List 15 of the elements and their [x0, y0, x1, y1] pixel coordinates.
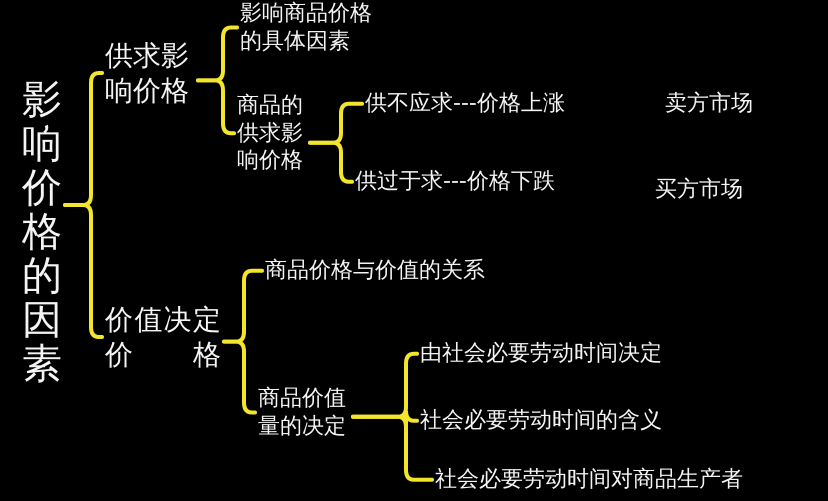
- topic-text: 由社会必要劳动时间决定: [420, 340, 662, 368]
- topic-text: 社会必要劳动时间的含义: [420, 407, 662, 434]
- topic-text: 社会必要劳动时间对商品生产者: [435, 466, 743, 494]
- brace-line: [351, 414, 434, 482]
- topic-text: 商品价值量的决定: [258, 385, 350, 440]
- market-label: 买方市场: [655, 176, 743, 204]
- topic-text: 供过于求---价格下跌: [355, 168, 555, 196]
- topic-text: 供求影响价格: [105, 38, 195, 108]
- topic-text: 价值决定价格: [105, 302, 221, 372]
- topic-text: 影响商品价格的具体因素: [240, 0, 380, 55]
- topic-text: 供不应求---价格上涨: [365, 90, 565, 118]
- topic-text: 影响价格的因素: [22, 78, 62, 386]
- market-label: 卖方市场: [665, 90, 753, 118]
- topic-text: 商品价格与价值的关系: [265, 257, 485, 284]
- topic-text: 商品的供求影响价格: [237, 92, 307, 174]
